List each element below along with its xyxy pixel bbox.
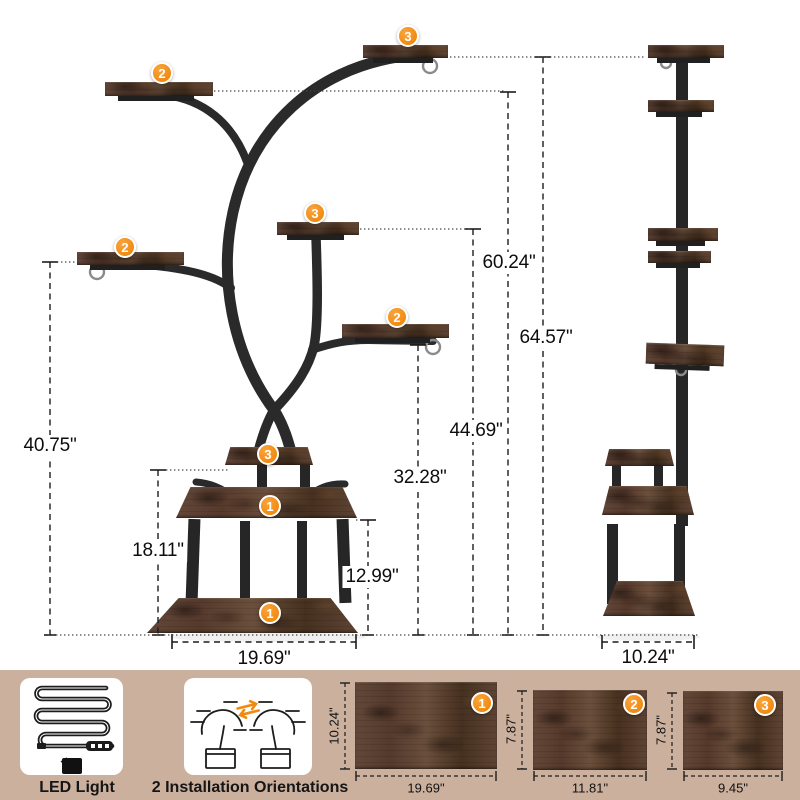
dim-overall-height: 64.57" <box>516 327 576 349</box>
badge-front-right-shelf: 2 <box>386 306 408 328</box>
installation-orientations-icon <box>190 699 306 769</box>
dim-side-depth: 10.24" <box>618 647 678 669</box>
dim-base-middle-shelf-height: 12.99" <box>342 566 402 588</box>
badge-base-top-shelf: 3 <box>257 443 279 465</box>
usb-connector <box>37 743 46 749</box>
led-strip-icon <box>33 685 115 774</box>
badge-base-bottom-shelf: 1 <box>259 602 281 624</box>
front-lower-left-shelf <box>77 252 184 270</box>
dim-upper-left-shelf-height: 60.24" <box>479 252 539 274</box>
installation-orientations-card <box>184 678 312 775</box>
side-shelf-2 <box>648 100 714 117</box>
badge-front-middle-shelf: 3 <box>304 202 326 224</box>
board-2-width-label: 11.81" <box>571 780 609 796</box>
dim-middle-shelf-height: 44.69" <box>446 420 506 442</box>
side-view-frame <box>607 48 688 604</box>
power-adapter <box>62 758 82 774</box>
swap-arrows-icon <box>236 699 260 720</box>
board-1-depth-label: 10.24" <box>326 707 342 745</box>
badge-board-2: 2 <box>623 693 645 715</box>
led-light-label: LED Light <box>39 779 115 796</box>
side-top-shelf <box>648 45 724 63</box>
board-3-width-label: 9.45" <box>718 780 748 796</box>
board-2-depth-label: 7.87" <box>503 714 519 744</box>
led-light-card <box>20 678 123 775</box>
side-base-top-shelf <box>605 449 674 466</box>
badge-front-lower-left-shelf: 2 <box>114 236 136 258</box>
badge-base-middle-shelf: 1 <box>259 495 281 517</box>
front-upper-left-shelf <box>105 82 213 101</box>
board-3-depth-label: 7.87" <box>653 715 669 745</box>
side-shelf-4 <box>648 251 711 268</box>
badge-board-3: 3 <box>754 694 776 716</box>
dim-base-upper-shelf-height: 18.11" <box>129 540 187 562</box>
side-base-bottom-shelf <box>603 581 695 616</box>
dim-right-shelf-height: 32.28" <box>390 467 450 489</box>
side-base-shadow <box>596 633 700 641</box>
badge-front-upper-left-shelf: 2 <box>151 62 173 84</box>
badge-front-top-shelf: 3 <box>397 25 419 47</box>
front-top-shelf <box>363 45 448 63</box>
installation-orientations-label: 2 Installation Orientations <box>151 779 349 796</box>
side-base-middle-shelf <box>602 486 694 515</box>
badge-board-1: 1 <box>471 692 493 714</box>
front-right-shelf <box>342 324 449 343</box>
dim-base-width: 19.69" <box>234 648 294 670</box>
dim-lower-left-shelf-height: 40.75" <box>20 435 80 457</box>
board-dimension-lines <box>344 683 782 777</box>
front-middle-shelf <box>277 222 359 240</box>
board-dimension-ticks <box>340 682 783 781</box>
front-base-bottom-shelf <box>147 598 358 633</box>
board-1-width-label: 19.69" <box>407 780 445 796</box>
side-shelf-3 <box>648 228 718 246</box>
leader-dotted-lines <box>48 56 698 636</box>
